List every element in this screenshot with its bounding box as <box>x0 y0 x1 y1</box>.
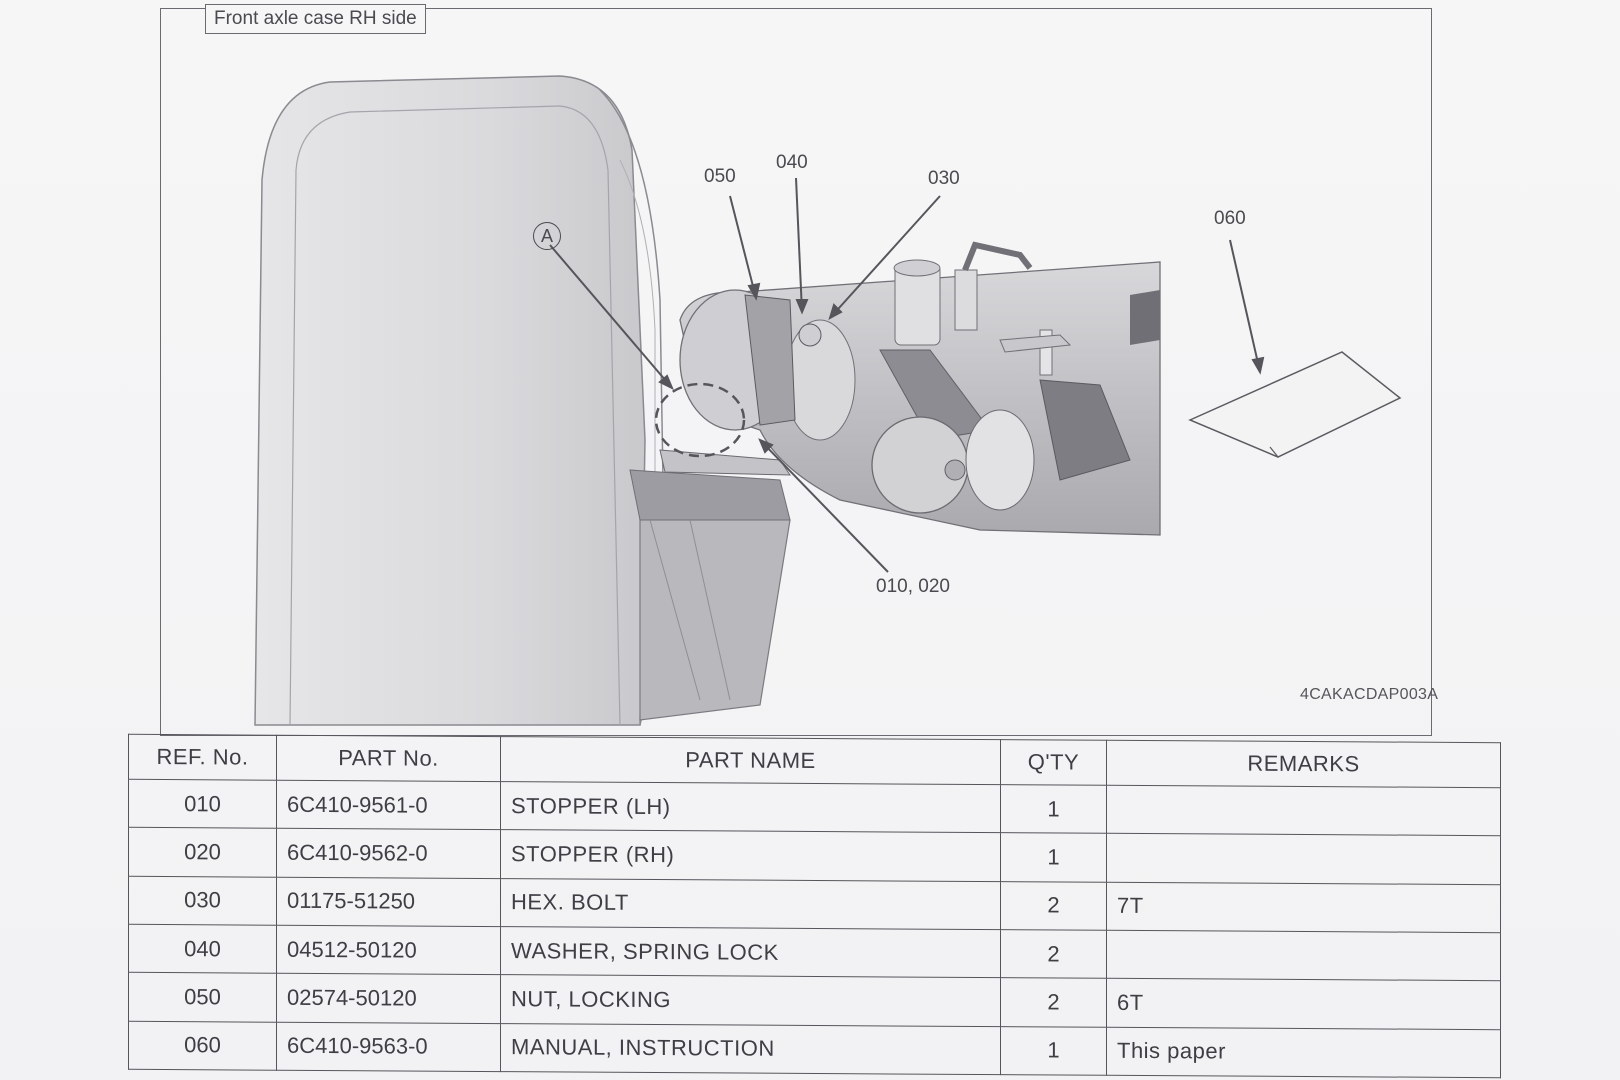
cell-qty: 1 <box>1000 1026 1107 1076</box>
table-row: 060 6C410-9563-0 MANUAL, INSTRUCTION 1 T… <box>128 1020 1501 1078</box>
cell-qty: 2 <box>1000 881 1107 931</box>
cell-remarks: 6T <box>1106 978 1501 1030</box>
header-part-name: PART NAME <box>500 736 1001 785</box>
detail-a-circle <box>654 382 746 458</box>
figure-frame <box>160 8 1432 736</box>
cell-part-name: HEX. BOLT <box>500 878 1001 930</box>
cell-remarks: 7T <box>1106 881 1501 933</box>
cell-part-no: 01175-51250 <box>276 876 501 927</box>
callout-a: A <box>533 222 561 250</box>
cell-remarks <box>1106 930 1501 982</box>
axle-case-drawing <box>659 241 1161 536</box>
header-part-no: PART No. <box>276 735 501 782</box>
tire-drawing <box>254 75 665 726</box>
cell-ref: 020 <box>128 827 277 877</box>
cell-part-no: 04512-50120 <box>276 925 501 975</box>
instruction-manual-drawing <box>1188 351 1402 458</box>
leader-lines <box>549 177 1265 573</box>
figure-code: 4CAKACDAP003A <box>1300 686 1439 703</box>
cell-ref: 040 <box>128 924 277 974</box>
cell-ref: 010 <box>128 779 277 829</box>
cell-ref: 050 <box>128 972 277 1022</box>
callout-060: 060 <box>1214 208 1246 229</box>
cell-part-name: NUT, LOCKING <box>500 974 1001 1027</box>
header-qty: Q'TY <box>1000 739 1107 786</box>
cell-part-no: 6C410-9562-0 <box>276 828 501 879</box>
cell-part-no: 02574-50120 <box>276 973 501 1024</box>
table-row: 030 01175-51250 HEX. BOLT 2 7T <box>128 875 1501 933</box>
callout-010-020: 010, 020 <box>876 576 950 597</box>
callout-030: 030 <box>928 168 960 189</box>
table-row: 050 02574-50120 NUT, LOCKING 2 6T <box>128 972 1501 1030</box>
cell-remarks <box>1106 833 1501 885</box>
cell-ref: 060 <box>128 1020 277 1071</box>
cell-remarks <box>1106 785 1501 837</box>
callout-050: 050 <box>704 166 736 187</box>
cell-qty: 1 <box>1000 832 1107 882</box>
table-row: 010 6C410-9561-0 STOPPER (LH) 1 <box>128 779 1501 837</box>
cell-qty: 1 <box>1000 784 1107 834</box>
header-remarks: REMARKS <box>1106 740 1501 788</box>
callout-040: 040 <box>776 152 808 173</box>
header-ref-no: REF. No. <box>128 734 277 781</box>
cell-part-no: 6C410-9563-0 <box>276 1021 501 1072</box>
cell-part-name: STOPPER (RH) <box>500 829 1001 882</box>
table-row: 020 6C410-9562-0 STOPPER (RH) 1 <box>128 827 1501 885</box>
cell-qty: 2 <box>1000 929 1107 979</box>
cell-part-name: MANUAL, INSTRUCTION <box>500 1023 1001 1075</box>
cell-part-no: 6C410-9561-0 <box>276 780 501 830</box>
cell-part-name: STOPPER (LH) <box>500 781 1001 833</box>
cell-remarks: This paper <box>1106 1026 1501 1078</box>
parts-table: REF. No. PART No. PART NAME Q'TY REMARKS… <box>128 734 1501 1078</box>
section-title: Front axle case RH side <box>205 4 426 34</box>
hub-drawing <box>629 469 791 721</box>
cell-ref: 030 <box>128 875 277 926</box>
table-row: 040 04512-50120 WASHER, SPRING LOCK 2 <box>128 924 1501 982</box>
cell-qty: 2 <box>1000 977 1107 1027</box>
cell-part-name: WASHER, SPRING LOCK <box>500 926 1001 978</box>
